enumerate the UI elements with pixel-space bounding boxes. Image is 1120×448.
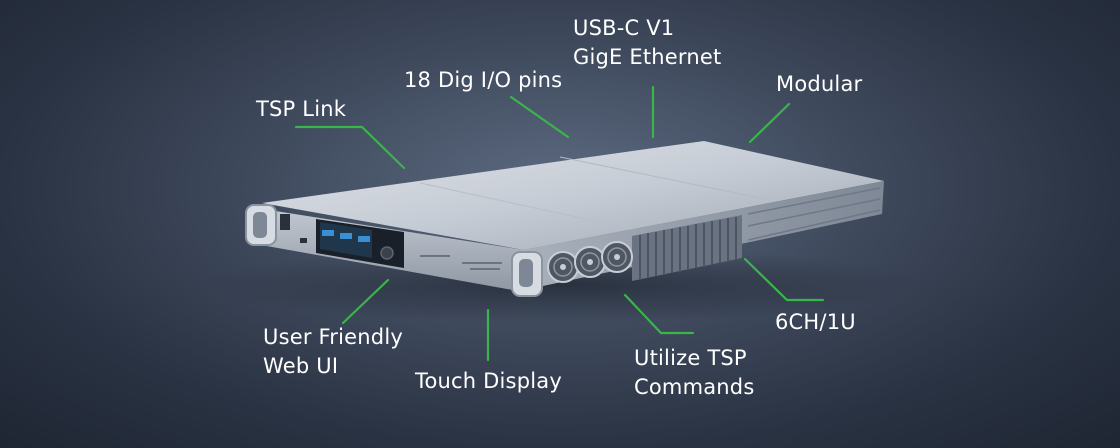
callout-text-line1: USB-C V1 (573, 16, 675, 40)
callout-text-line1: User Friendly (263, 325, 403, 349)
callout-text: TSP Link (256, 97, 347, 121)
leader-line-tsp-commands (623, 293, 695, 335)
callout-tsp-commands: Utilize TSP Commands (634, 344, 754, 402)
callout-text: 6CH/1U (775, 310, 856, 334)
top-seam (419, 182, 637, 231)
top-seam (559, 156, 771, 201)
left-rack-handle (245, 204, 277, 246)
leader-line-web-ui (341, 278, 390, 325)
touch-display (316, 219, 404, 268)
callout-text-line2: Commands (634, 375, 755, 399)
callout-text: Modular (776, 72, 863, 96)
callout-web-ui: User Friendly Web UI (263, 323, 403, 381)
module-slots (747, 187, 881, 241)
callout-text-line2: GigE Ethernet (573, 45, 722, 69)
power-switch (280, 214, 290, 230)
callout-modular: Modular (776, 70, 862, 99)
callout-channels: 6CH/1U (775, 308, 856, 337)
front-markings (420, 255, 502, 270)
callout-touch-display: Touch Display (415, 367, 562, 396)
callout-text: Touch Display (415, 369, 562, 393)
callout-text-line1: Utilize TSP (634, 346, 747, 370)
leader-lines (294, 85, 825, 362)
leader-line-dig-io (509, 95, 570, 139)
callout-tsp-link: TSP Link (256, 95, 346, 124)
side-vent-grille (632, 215, 742, 281)
chassis-top (262, 141, 884, 250)
callout-text: 18 Dig I/O pins (404, 68, 563, 92)
usb-port (300, 238, 307, 243)
cooling-fans (547, 241, 633, 283)
leader-line-channels (743, 257, 825, 302)
leader-line-modular (748, 102, 791, 144)
right-rack-handle (511, 251, 543, 297)
callout-dig-io: 18 Dig I/O pins (404, 66, 562, 95)
callout-text-line2: Web UI (263, 354, 339, 378)
leader-line-tsp-link (294, 125, 406, 170)
callout-usb-ethernet: USB-C V1 GigE Ethernet (573, 14, 721, 72)
